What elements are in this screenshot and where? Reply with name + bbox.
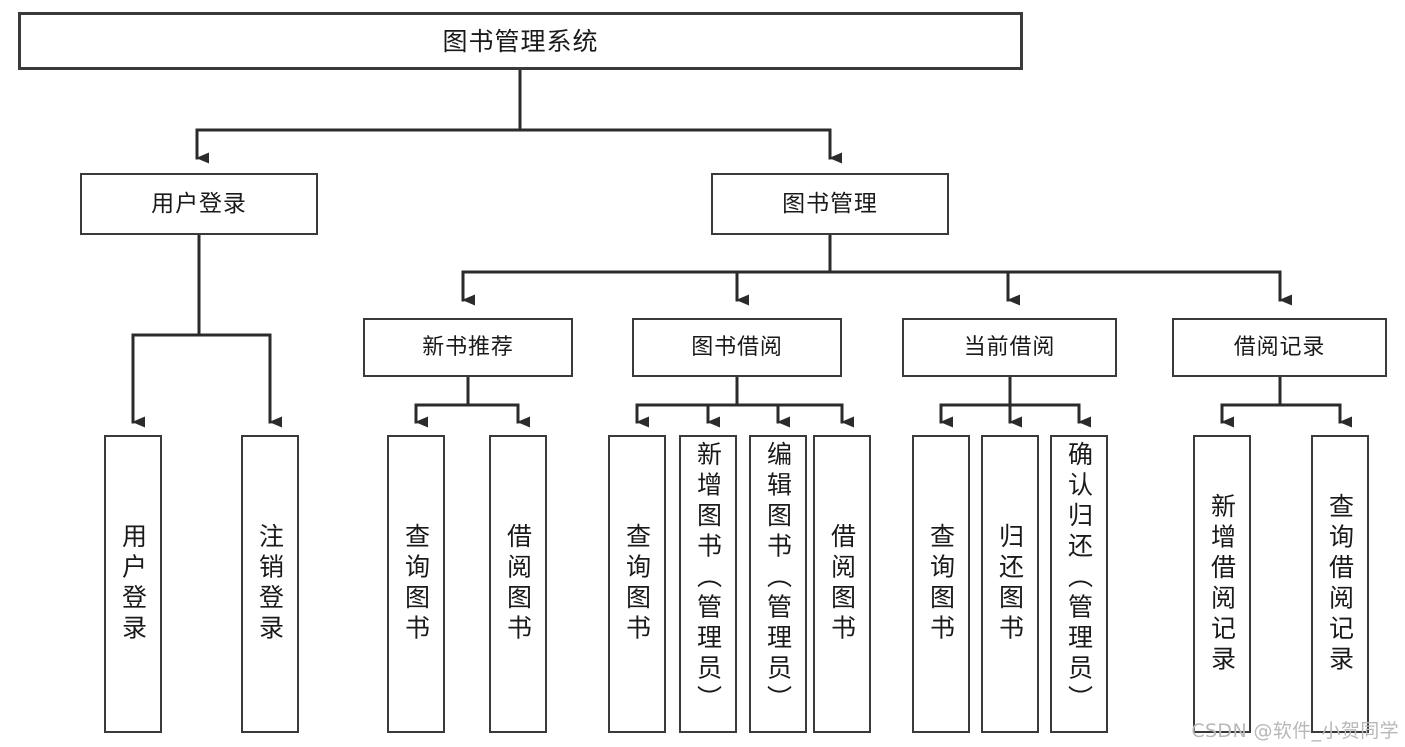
node-label: 图书管理 (782, 190, 878, 217)
leaf-book-borrow-borrow-book[interactable]: 借阅图书 (813, 435, 871, 733)
leaf-book-borrow-query-book[interactable]: 查询图书 (608, 435, 666, 733)
leaf-current-borrow-return-book[interactable]: 归还图书 (981, 435, 1039, 733)
node-label: 查询借阅记录 (1325, 492, 1355, 676)
node-label: 图书管理系统 (442, 26, 599, 56)
node-label: 新增借阅记录 (1207, 492, 1237, 676)
leaf-current-borrow-confirm-return[interactable]: 确认归还（管理员） (1050, 435, 1108, 733)
node-label: 用户登录 (118, 523, 148, 645)
leaf-new-book-query-book[interactable]: 查询图书 (387, 435, 445, 733)
node-label: 借阅图书 (503, 523, 533, 645)
leaf-borrow-record-query-record[interactable]: 查询借阅记录 (1311, 435, 1369, 733)
leaf-book-borrow-edit-book[interactable]: 编辑图书（管理员） (749, 435, 807, 733)
node-label: 查询图书 (622, 523, 652, 645)
node-book-borrow[interactable]: 图书借阅 (632, 318, 842, 377)
node-new-book-recommend[interactable]: 新书推荐 (363, 318, 573, 377)
leaf-user-login-login[interactable]: 用户登录 (104, 435, 162, 733)
leaf-current-borrow-query-book[interactable]: 查询图书 (912, 435, 970, 733)
leaf-user-login-logout[interactable]: 注销登录 (241, 435, 299, 733)
node-label: 归还图书 (995, 523, 1025, 645)
node-label: 借阅图书 (827, 523, 857, 645)
node-label: 新书推荐 (422, 334, 514, 360)
node-label: 查询图书 (926, 523, 956, 645)
node-label: 确认归还（管理员） (1064, 441, 1094, 716)
node-borrow-record[interactable]: 借阅记录 (1172, 318, 1387, 377)
node-label: 图书借阅 (691, 334, 783, 360)
node-label: 新增图书（管理员） (693, 441, 723, 716)
leaf-new-book-borrow-book[interactable]: 借阅图书 (489, 435, 547, 733)
leaf-borrow-record-add-record[interactable]: 新增借阅记录 (1193, 435, 1251, 733)
node-label: 借阅记录 (1233, 334, 1326, 360)
node-label: 当前借阅 (963, 334, 1056, 360)
node-label: 用户登录 (151, 190, 247, 217)
watermark-text: CSDN @软件_小贺同学 (1191, 720, 1399, 742)
node-book-management[interactable]: 图书管理 (711, 173, 949, 235)
node-label: 查询图书 (401, 523, 431, 645)
node-label: 注销登录 (255, 523, 285, 645)
leaf-book-borrow-add-book[interactable]: 新增图书（管理员） (679, 435, 737, 733)
node-label: 编辑图书（管理员） (763, 441, 793, 716)
node-root-system[interactable]: 图书管理系统 (18, 12, 1023, 70)
node-current-borrow[interactable]: 当前借阅 (902, 318, 1117, 377)
node-user-login[interactable]: 用户登录 (80, 173, 318, 235)
